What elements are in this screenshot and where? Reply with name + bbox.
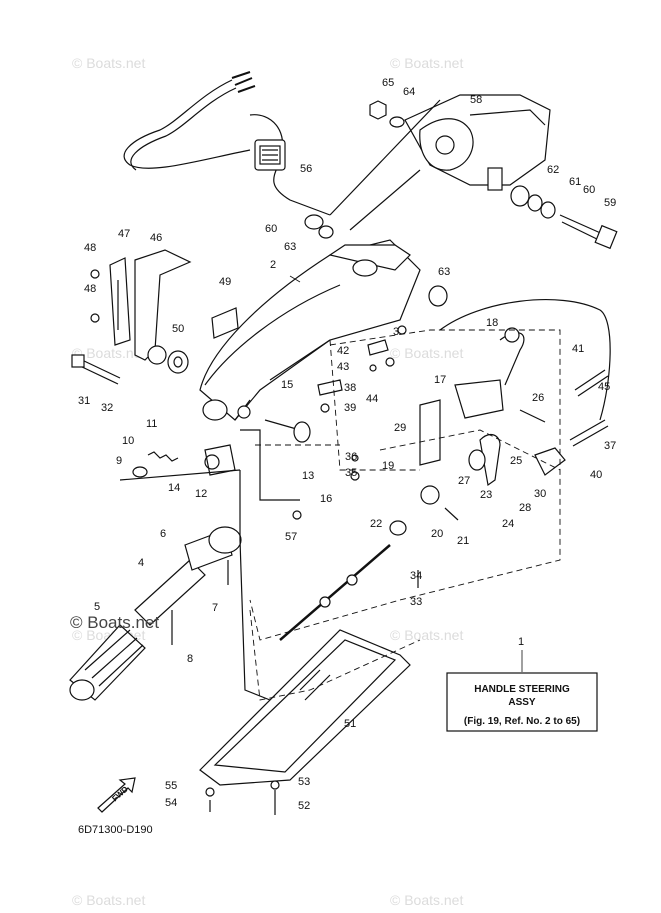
callout-number: 58 — [470, 94, 482, 106]
callout-number: 31 — [78, 395, 90, 407]
callout-number: 8 — [187, 653, 193, 665]
callout-number: 4 — [138, 557, 144, 569]
watermark: © Boats.net — [72, 892, 145, 908]
callout-number: 3 — [393, 326, 399, 338]
dashed-boundaries — [249, 329, 561, 701]
callout-number: 46 — [150, 232, 162, 244]
callout-number: 24 — [502, 518, 514, 530]
callout-numbers: 2345678910111213141516171819202122232425… — [78, 77, 616, 812]
leader-lines — [289, 275, 523, 672]
callout-number: 50 — [172, 323, 184, 335]
callout-number: 5 — [94, 601, 100, 613]
callout-number: 13 — [302, 470, 314, 482]
callout-number: 48 — [84, 283, 96, 295]
callout-number: 9 — [116, 455, 122, 467]
callout-number: 7 — [212, 602, 218, 614]
watermark: © Boats.net — [390, 55, 463, 71]
callout-number: 47 — [118, 228, 130, 240]
callout-number: 11 — [146, 418, 157, 430]
callout-number: 59 — [604, 197, 616, 209]
callout-number: 40 — [590, 469, 602, 481]
callout-number: 62 — [547, 164, 559, 176]
callout-number: 22 — [370, 518, 382, 530]
callout-number: 61 — [569, 176, 581, 188]
watermark: © Boats.net — [390, 627, 463, 643]
callout-number: 29 — [394, 422, 406, 434]
callout-number: 19 — [382, 460, 394, 472]
callout-number: 52 — [298, 800, 310, 812]
callout-number: 20 — [431, 528, 443, 540]
callout-number: 12 — [195, 488, 207, 500]
callout-number: 26 — [532, 392, 544, 404]
watermark: © Boats.net — [390, 345, 463, 361]
callout-number: 43 — [337, 361, 349, 373]
callout-number: 51 — [344, 718, 356, 730]
handle-steering-assy-box: 1 HANDLE STEERING ASSY (Fig. 19, Ref. No… — [446, 636, 598, 732]
callout-number: 41 — [572, 343, 584, 355]
callout-number: 10 — [122, 435, 134, 447]
callout-number: 25 — [510, 455, 522, 467]
callout-number: 17 — [434, 374, 446, 386]
callout-number: 32 — [101, 402, 113, 414]
callout-number: 49 — [219, 276, 231, 288]
assy-ref-number: 1 — [518, 636, 524, 648]
assy-ref-line: (Fig. 19, Ref. No. 2 to 65) — [464, 716, 580, 727]
callout-number: 48 — [84, 242, 96, 254]
callout-number: 23 — [480, 489, 492, 501]
callout-number: 42 — [337, 345, 349, 357]
callout-number: 2 — [270, 259, 276, 271]
fwd-arrow: FWD — [97, 777, 136, 813]
callout-number: 34 — [410, 570, 422, 582]
line-art — [69, 71, 618, 815]
callout-number: 28 — [519, 502, 531, 514]
callout-number: 39 — [344, 402, 356, 414]
callout-number: 55 — [165, 780, 177, 792]
callout-number: 30 — [534, 488, 546, 500]
watermark: © Boats.net — [390, 892, 463, 908]
assy-title-line1: HANDLE STEERING — [474, 684, 570, 695]
callout-number: 37 — [604, 440, 616, 452]
callout-number: 63 — [438, 266, 450, 278]
callout-number: 18 — [486, 317, 498, 329]
assy-title-line2: ASSY — [508, 697, 536, 708]
callout-number: 60 — [265, 223, 277, 235]
callout-number: 38 — [344, 382, 356, 394]
callout-number: 16 — [320, 493, 332, 505]
callout-number: 15 — [281, 379, 293, 391]
callout-number: 14 — [168, 482, 180, 494]
callout-number: 53 — [298, 776, 310, 788]
callout-number: 56 — [300, 163, 312, 175]
watermark: © Boats.net — [72, 345, 145, 361]
watermark: © Boats.net — [72, 55, 145, 71]
watermark-dark: © Boats.net — [70, 613, 159, 632]
diagram-code: 6D71300-D190 — [78, 824, 153, 836]
callout-number: 65 — [382, 77, 394, 89]
callout-number: 33 — [410, 596, 422, 608]
callout-number: 57 — [285, 531, 297, 543]
callout-number: 27 — [458, 475, 470, 487]
callout-number: 60 — [583, 184, 595, 196]
callout-number: 35 — [345, 467, 357, 479]
callout-number: 64 — [403, 86, 415, 98]
callout-number: 6 — [160, 528, 166, 540]
callout-number: 44 — [366, 393, 378, 405]
callout-number: 36 — [345, 451, 357, 463]
callout-number: 45 — [598, 381, 610, 393]
callout-number: 54 — [165, 797, 177, 809]
callout-number: 21 — [457, 535, 469, 547]
callout-number: 63 — [284, 241, 296, 253]
watermark-layer: © Boats.net © Boats.net © Boats.net © Boats… — [72, 55, 463, 908]
